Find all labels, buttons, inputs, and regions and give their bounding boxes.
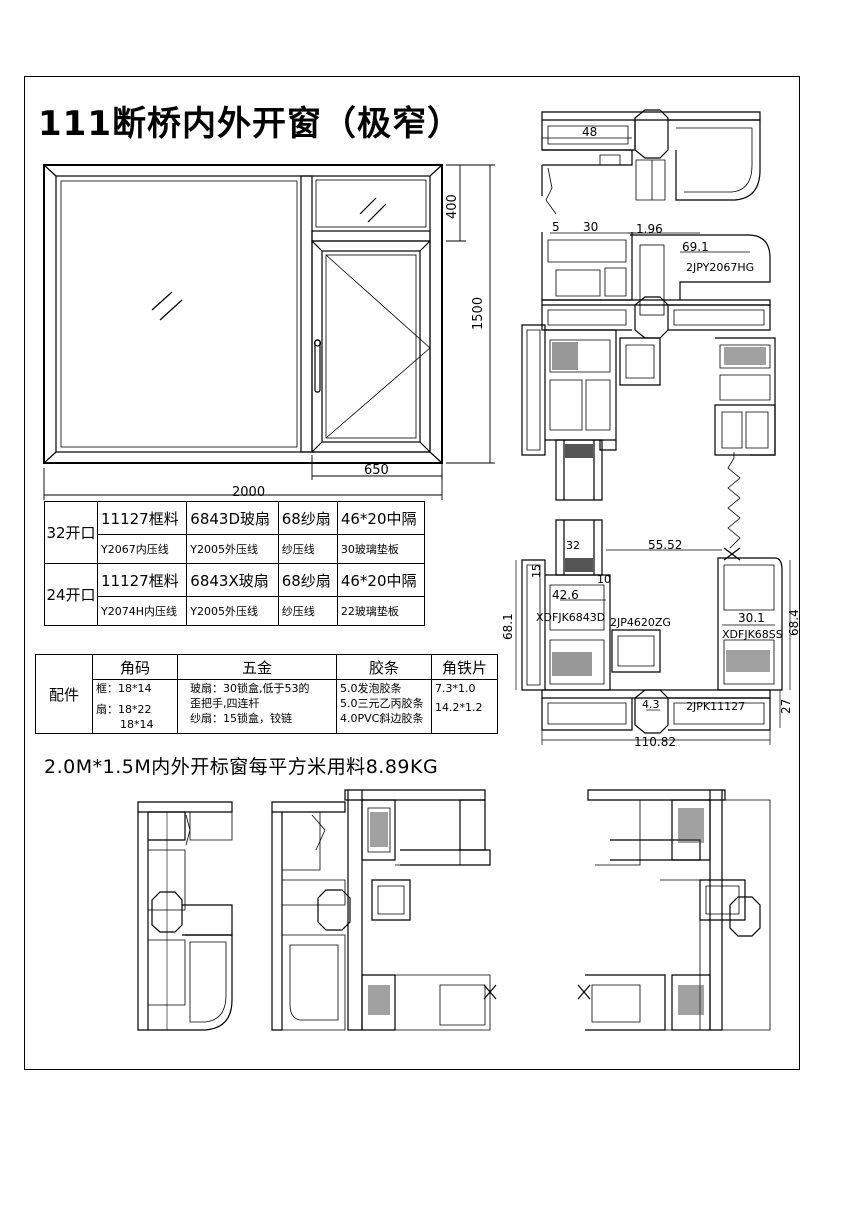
header-corner-code: 角码 — [92, 654, 178, 680]
angle-iron-cell: 7.3*1.0 14.2*1.2 — [431, 679, 498, 734]
hardware-line: 歪把手,四连杆 — [190, 697, 260, 710]
dim-10: 10 — [597, 573, 611, 586]
hardware-line: 纱扇：15锁盒，铰链 — [190, 712, 292, 725]
seal-line: 4.0PVC斜边胶条 — [340, 712, 424, 725]
spec-cell: 68纱扇 — [277, 501, 338, 535]
header-seals: 胶条 — [336, 654, 432, 680]
dim-68-1: 68.1 — [501, 613, 515, 640]
label-2jpk11127: 2JPK11127 — [686, 700, 745, 713]
material-summary: 2.0M*1.5M内外开标窗每平方米用料8.89KG — [44, 756, 439, 778]
spec-cell: 30玻璃垫板 — [336, 534, 426, 564]
angle-iron-line: 7.3*1.0 — [435, 682, 476, 695]
seal-line: 5.0发泡胶条 — [340, 682, 402, 695]
dim-55-52: 55.52 — [648, 538, 682, 552]
dim-height-1500: 1500 — [471, 297, 486, 330]
hardware-cell: 玻扇：30锁盒,低于53的 歪把手,四连杆 纱扇：15锁盒，铰链 — [177, 679, 337, 734]
label-xdfjk6843d: XDFJK6843D — [536, 611, 605, 624]
spec-cell: 11127框料 — [96, 563, 188, 597]
spec-cell: 68纱扇 — [277, 563, 338, 597]
corner-code-line: 框：18*14 — [96, 682, 152, 695]
dim-68-4: 68.4 — [787, 609, 801, 636]
spec-table: 32开口 11127框料 6843D玻扇 68纱扇 46*20中隔 Y2067内… — [44, 501, 426, 626]
group-label: 24开口 — [44, 563, 98, 626]
spec-cell: 46*20中隔 — [336, 501, 426, 535]
dim-transom-400: 400 — [445, 194, 460, 219]
header-hardware: 五金 — [177, 654, 337, 680]
header-angle-iron: 角铁片 — [431, 654, 498, 680]
dim-sash-650: 650 — [364, 463, 389, 478]
section-upper — [521, 109, 776, 549]
dim-48: 48 — [582, 125, 597, 139]
dim-27: 27 — [779, 699, 793, 714]
elevation-dimensions — [43, 164, 495, 500]
dim-69-1: 69.1 — [682, 240, 709, 254]
label-2jp4620zg: 2JP4620ZG — [610, 616, 671, 629]
seal-line: 5.0三元乙丙胶条 — [340, 697, 424, 710]
label-2jpy2067hg: 2JPY2067HG — [686, 261, 754, 274]
profile-right — [577, 789, 771, 1031]
hardware-line: 玻扇：30锁盒,低于53的 — [190, 682, 310, 695]
spec-cell: 6843D玻扇 — [186, 501, 279, 535]
dim-width-2000: 2000 — [232, 485, 265, 500]
spec-cell: Y2074H内压线 — [96, 596, 188, 626]
corner-code-line: 18*14 — [120, 718, 154, 731]
spec-cell: Y2067内压线 — [96, 534, 188, 564]
spec-cell: 11127框料 — [96, 501, 188, 535]
profile-middle — [271, 789, 497, 1031]
section-dimensions — [515, 137, 791, 745]
dim-30: 30 — [583, 220, 598, 234]
dim-15: 15 — [530, 564, 543, 578]
dim-110-82: 110.82 — [634, 735, 676, 749]
spec-cell: 纱压线 — [277, 596, 338, 626]
label-xdfjk68ss: XDFJK68SS — [722, 628, 783, 641]
dim-5: 5 — [552, 220, 560, 234]
dim-32: 32 — [566, 539, 580, 552]
drawing-title: 111断桥内外开窗（极窄） — [38, 104, 462, 144]
seals-cell: 5.0发泡胶条 5.0三元乙丙胶条 4.0PVC斜边胶条 — [336, 679, 432, 734]
spec-cell: 6843X玻扇 — [186, 563, 279, 597]
corner-code-cell: 框：18*14 扇：18*22 18*14 — [92, 679, 178, 734]
parts-table: 配件 角码 五金 胶条 角铁片 框：18*14 扇：18*22 18*14 玻扇… — [35, 654, 498, 734]
corner-code-line: 扇：18*22 — [96, 703, 152, 716]
group-label: 32开口 — [44, 501, 98, 564]
dim-42-6: 42.6 — [552, 588, 579, 602]
dim-4-3: 4.3 — [642, 698, 660, 711]
parts-label: 配件 — [35, 654, 93, 734]
profile-left — [137, 801, 233, 1031]
spec-cell: 纱压线 — [277, 534, 338, 564]
section-lower — [521, 519, 783, 734]
angle-iron-line: 14.2*1.2 — [435, 701, 483, 714]
spec-cell: 22玻璃垫板 — [336, 596, 426, 626]
dim-30-1: 30.1 — [738, 611, 765, 625]
dim-1-96: 1.96 — [636, 222, 663, 236]
spec-cell: Y2005外压线 — [186, 534, 279, 564]
spec-cell: Y2005外压线 — [186, 596, 279, 626]
drawing-border — [24, 76, 800, 1070]
window-elevation — [43, 164, 443, 464]
spec-cell: 46*20中隔 — [336, 563, 426, 597]
